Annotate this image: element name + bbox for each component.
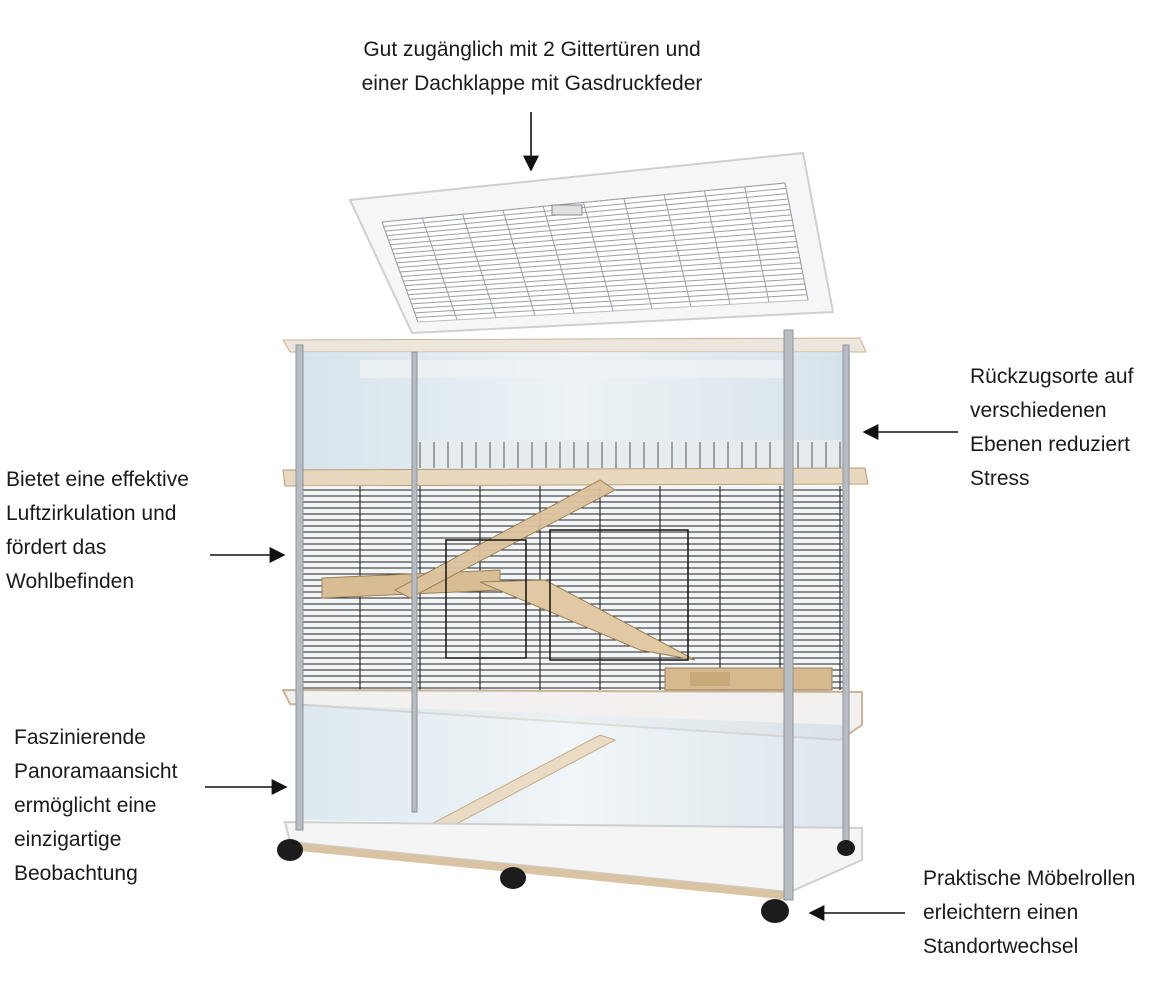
wheel-back-right: [837, 840, 855, 856]
wheel-front-right: [761, 899, 789, 923]
caption-furniture-wheels: Praktische Möbelrollen erleichtern einen…: [923, 867, 1136, 958]
middle-shelf: [282, 467, 869, 487]
caption-access-doors: Gut zugänglich mit 2 Gittertüren und ein…: [361, 38, 703, 95]
bottom-glass-section: [283, 704, 863, 900]
wheel-front-middle: [500, 867, 526, 889]
caption-air-circulation: Bietet eine effektive Luftzirkulation un…: [6, 468, 189, 593]
flap-handle: [551, 204, 583, 216]
upper-glass-section: [282, 337, 867, 470]
wheels: [277, 839, 855, 923]
callout-arrows: [205, 112, 958, 921]
wheel-front-left: [277, 839, 303, 861]
wire-mesh-section: [298, 479, 846, 691]
roof-flap: [348, 151, 835, 335]
aluminium-posts: [295, 329, 850, 901]
caption-retreat-levels: Rückzugsorte auf verschiedenen Ebenen re…: [970, 365, 1134, 490]
caption-panorama-view: Faszinierende Panoramaansicht ermöglicht…: [14, 726, 178, 885]
